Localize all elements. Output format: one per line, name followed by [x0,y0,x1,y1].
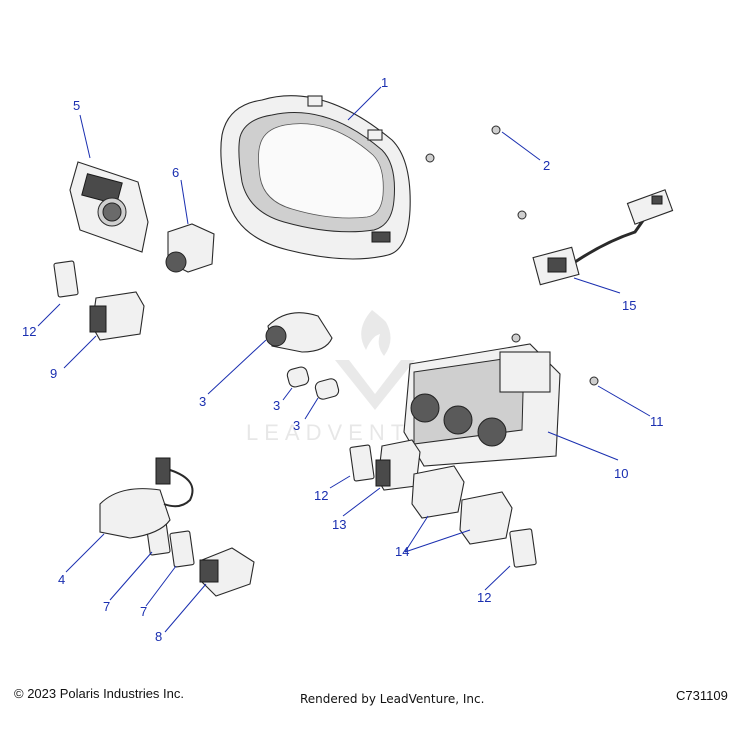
callout-10: 10 [614,466,628,481]
callout-7-right: 7 [140,604,147,619]
callout-12-mid: 12 [314,488,328,503]
part-switch-8 [199,547,255,597]
part-blank-plugs [53,260,537,568]
part-rocker-switch-13 [375,439,421,491]
callout-3-ignition: 3 [199,394,206,409]
callout-7-left: 7 [103,599,110,614]
leader-lines [37,86,651,633]
callout-11: 11 [650,414,664,429]
part-switches-14 [411,465,513,545]
part-power-outlet [99,457,194,539]
callout-numbers: 1 2 5 6 12 9 3 3 3 15 11 10 12 13 14 12 … [22,75,664,644]
rendered-by-text: Rendered by LeadVenture, Inc. [300,692,485,706]
callout-9: 9 [50,366,57,381]
callout-5: 5 [73,98,80,113]
copyright-text: © 2023 Polaris Industries Inc. [14,686,184,701]
callout-2: 2 [543,158,550,173]
part-climate-panel [403,343,561,467]
part-screws [425,125,527,220]
callout-4: 4 [58,572,65,587]
callout-14: 14 [395,544,409,559]
callout-12-low: 12 [477,590,491,605]
part-wiring-harness [532,189,674,286]
callout-15: 15 [622,298,636,313]
callout-6: 6 [172,165,179,180]
callout-3-mid: 3 [273,398,280,413]
callout-13: 13 [332,517,346,532]
callout-3-low: 3 [293,418,300,433]
part-instrument-cluster [220,95,411,260]
callout-1: 1 [381,75,388,90]
part-control-module [69,161,149,253]
part-ignition-switch [265,312,340,400]
part-knob-switch [165,223,215,273]
part-rocker-switch-9 [89,291,145,341]
drawing-number: C731109 [676,688,728,703]
callout-8: 8 [155,629,162,644]
callout-12-top: 12 [22,324,36,339]
part-screw-11 [511,333,599,386]
